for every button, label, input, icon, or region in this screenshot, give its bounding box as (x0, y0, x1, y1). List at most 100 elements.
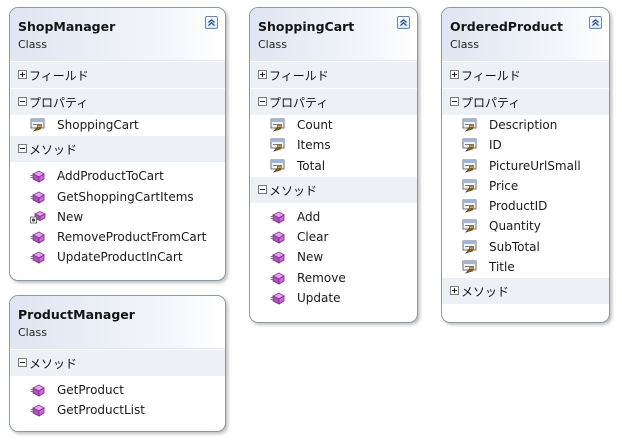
section-properties[interactable]: プロパティ (10, 88, 225, 115)
section-methods[interactable]: メソッド (250, 175, 417, 203)
property-icon (462, 199, 478, 213)
member-label: GetProduct (57, 383, 124, 397)
class-kind: Class (450, 38, 479, 51)
member-item[interactable]: GetProduct (10, 380, 225, 400)
section-label: メソッド (461, 285, 510, 300)
member-item[interactable]: GetProductList (10, 400, 225, 420)
member-label: ShoppingCart (57, 118, 139, 132)
section-methods[interactable]: メソッド (442, 277, 609, 305)
member-item[interactable]: Quantity (442, 216, 609, 236)
member-label: Total (297, 158, 326, 173)
member-item[interactable]: AddProductToCart (10, 166, 225, 186)
constructor-icon (30, 210, 46, 224)
double-chevron-up-icon[interactable] (205, 16, 218, 29)
member-label: Title (489, 260, 515, 275)
expand-icon[interactable] (18, 70, 27, 79)
expand-icon[interactable] (258, 70, 267, 79)
double-chevron-up-icon[interactable] (397, 16, 410, 29)
member-label: Price (489, 178, 519, 193)
member-item[interactable]: SubTotal (442, 237, 609, 257)
member-item[interactable]: UpdateProductInCart (10, 247, 225, 267)
collapse-icon[interactable] (18, 144, 27, 154)
property-icon (462, 138, 478, 152)
member-label: Clear (297, 230, 329, 245)
member-label: New (297, 250, 324, 265)
method-icon (30, 190, 46, 204)
member-label: Add (297, 209, 321, 224)
method-icon (30, 250, 46, 264)
member-label: Description (489, 118, 558, 132)
class-header[interactable]: ShoppingCart Class (250, 8, 417, 61)
member-label: Remove (297, 270, 346, 285)
member-item[interactable]: ID (442, 135, 609, 155)
member-item[interactable]: Description (442, 115, 609, 135)
member-label: ID (489, 138, 502, 153)
method-icon (30, 230, 46, 244)
class-header[interactable]: ShopManager Class (10, 8, 225, 61)
section-properties[interactable]: プロパティ (250, 88, 417, 115)
class-box-shopping-cart[interactable]: ShoppingCart Class フィールド プロパティ Count Ite… (249, 7, 418, 323)
expand-icon[interactable] (450, 286, 459, 296)
member-label: SubTotal (489, 239, 540, 254)
collapse-icon[interactable] (258, 184, 267, 194)
section-label: プロパティ (461, 96, 521, 110)
section-label: フィールド (269, 69, 329, 83)
collapse-icon[interactable] (450, 97, 459, 106)
member-item[interactable]: Add (250, 207, 417, 227)
member-item[interactable]: Clear (250, 227, 417, 247)
class-header[interactable]: ProductManager Class (10, 296, 225, 349)
method-icon (270, 271, 286, 285)
property-icon (462, 159, 478, 173)
property-icon (462, 118, 478, 132)
member-item[interactable]: New (10, 207, 225, 227)
property-icon (462, 179, 478, 193)
member-label: Items (297, 138, 331, 153)
collapse-icon[interactable] (18, 358, 27, 367)
class-name: ShoppingCart (258, 19, 355, 34)
class-name: ProductManager (18, 307, 135, 322)
member-label: ProductID (489, 199, 548, 214)
section-fields[interactable]: フィールド (250, 61, 417, 88)
member-item[interactable]: RemoveProductFromCart (10, 227, 225, 247)
member-item[interactable]: Update (250, 288, 417, 308)
section-label: メソッド (29, 143, 78, 158)
property-icon (462, 240, 478, 254)
class-box-shop-manager[interactable]: ShopManager Class フィールド プロパティ ShoppingCa… (9, 7, 226, 281)
section-label: プロパティ (29, 96, 89, 110)
member-item[interactable]: Total (250, 156, 417, 176)
member-item[interactable]: Items (250, 135, 417, 155)
section-methods[interactable]: メソッド (10, 349, 225, 376)
member-label: Quantity (489, 219, 541, 234)
class-header[interactable]: OrderedProduct Class (442, 8, 609, 61)
collapse-icon[interactable] (258, 97, 267, 106)
section-methods[interactable]: メソッド (10, 135, 225, 163)
section-properties[interactable]: プロパティ (442, 88, 609, 115)
section-fields[interactable]: フィールド (442, 61, 609, 88)
collapse-icon[interactable] (18, 97, 27, 106)
class-box-product-manager[interactable]: ProductManager Class メソッド GetProduct Get… (9, 295, 226, 432)
member-label: New (57, 209, 84, 224)
class-box-ordered-product[interactable]: OrderedProduct Class フィールド プロパティ Descrip… (441, 7, 610, 323)
member-item[interactable]: Price (442, 176, 609, 196)
member-label: UpdateProductInCart (57, 250, 183, 265)
property-icon (462, 219, 478, 233)
double-chevron-up-icon[interactable] (589, 16, 602, 29)
member-item[interactable]: ProductID (442, 196, 609, 216)
method-icon (30, 169, 46, 183)
member-item[interactable]: New (250, 247, 417, 267)
method-icon (270, 291, 286, 305)
method-icon (270, 210, 286, 224)
expand-icon[interactable] (450, 70, 459, 79)
property-icon (270, 138, 286, 152)
property-icon (30, 118, 46, 132)
member-item[interactable]: Title (442, 257, 609, 277)
member-label: Update (297, 291, 341, 306)
method-icon (30, 383, 46, 397)
member-item[interactable]: Count (250, 115, 417, 135)
member-item[interactable]: GetShoppingCartItems (10, 187, 225, 207)
member-item[interactable]: ShoppingCart (10, 115, 225, 135)
member-item[interactable]: PictureUrlSmall (442, 156, 609, 176)
member-item[interactable]: Remove (250, 268, 417, 288)
section-fields[interactable]: フィールド (10, 61, 225, 88)
method-icon (270, 230, 286, 244)
